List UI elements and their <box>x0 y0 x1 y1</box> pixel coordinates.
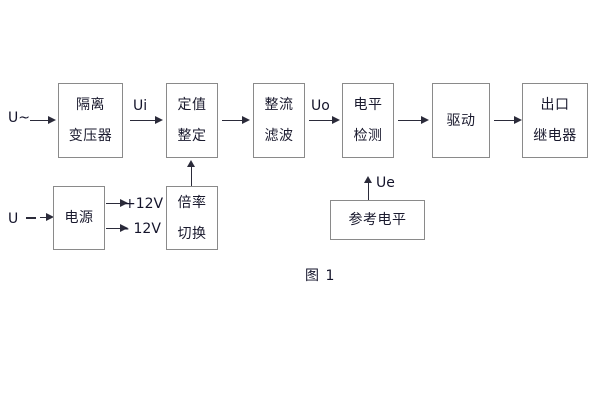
arrow-rail-negative <box>106 224 128 233</box>
block-multiplier-switch-line-2: 切换 <box>177 225 207 242</box>
block-rectify-filter: 整流 滤波 <box>253 83 305 158</box>
block-multiplier-switch: 倍率 切换 <box>166 186 218 250</box>
block-level-detection: 电平 检测 <box>342 83 394 158</box>
arrow-level-detection-to-drive <box>398 116 430 125</box>
block-setpoint-setting: 定值 整定 <box>166 83 218 158</box>
label-rail-positive: +12V <box>124 196 164 212</box>
block-isolation-transformer-line-2: 变压器 <box>68 128 113 144</box>
label-uo: Uo <box>311 98 330 114</box>
block-multiplier-switch-line-1: 倍率 <box>177 194 207 211</box>
label-rail-negative: - 12V <box>124 221 161 237</box>
label-ui: Ui <box>133 98 148 114</box>
block-output-relay-line-2: 继电器 <box>533 128 577 144</box>
label-input-dc: U <box>8 211 19 227</box>
label-input-ac: U~ <box>8 110 30 126</box>
block-level-detection-line-2: 检测 <box>353 128 383 144</box>
arrow-drive-to-output-relay <box>494 116 522 125</box>
block-output-relay-line-1: 出口 <box>540 97 570 113</box>
arrow-reference-level-to-level-detection <box>364 176 373 200</box>
block-setpoint-setting-line-1: 定值 <box>177 97 207 113</box>
block-drive-line-1: 驱动 <box>446 112 476 129</box>
arrow-rectify-filter-to-level-detection <box>309 116 341 125</box>
arrow-rail-positive <box>106 199 128 208</box>
arrow-input-dc-to-power-supply <box>40 213 54 222</box>
figure-caption: 图 1 <box>305 268 336 284</box>
block-power-supply: 电源 <box>53 186 105 250</box>
arrow-isolation-transformer-to-setpoint <box>130 116 164 125</box>
block-rectify-filter-line-2: 滤波 <box>264 128 294 144</box>
block-setpoint-setting-line-2: 整定 <box>177 128 207 144</box>
block-reference-level: 参考电平 <box>330 200 425 240</box>
block-power-supply-line-1: 电源 <box>64 210 94 226</box>
arrow-setpoint-to-rectify-filter <box>222 116 250 125</box>
block-rectify-filter-line-1: 整流 <box>264 97 294 113</box>
arrow-input-ac-to-isolation-transformer <box>30 116 56 125</box>
block-isolation-transformer-line-1: 隔离 <box>76 97 105 113</box>
arrow-multiplier-switch-to-setpoint <box>187 160 196 186</box>
dash-segment-input-dc <box>26 217 36 219</box>
block-isolation-transformer: 隔离 变压器 <box>58 83 123 158</box>
block-output-relay: 出口 继电器 <box>522 83 588 158</box>
block-reference-level-line-1: 参考电平 <box>348 212 407 228</box>
block-drive: 驱动 <box>432 83 490 158</box>
block-level-detection-line-1: 电平 <box>353 97 383 113</box>
label-ue: Ue <box>376 175 395 191</box>
